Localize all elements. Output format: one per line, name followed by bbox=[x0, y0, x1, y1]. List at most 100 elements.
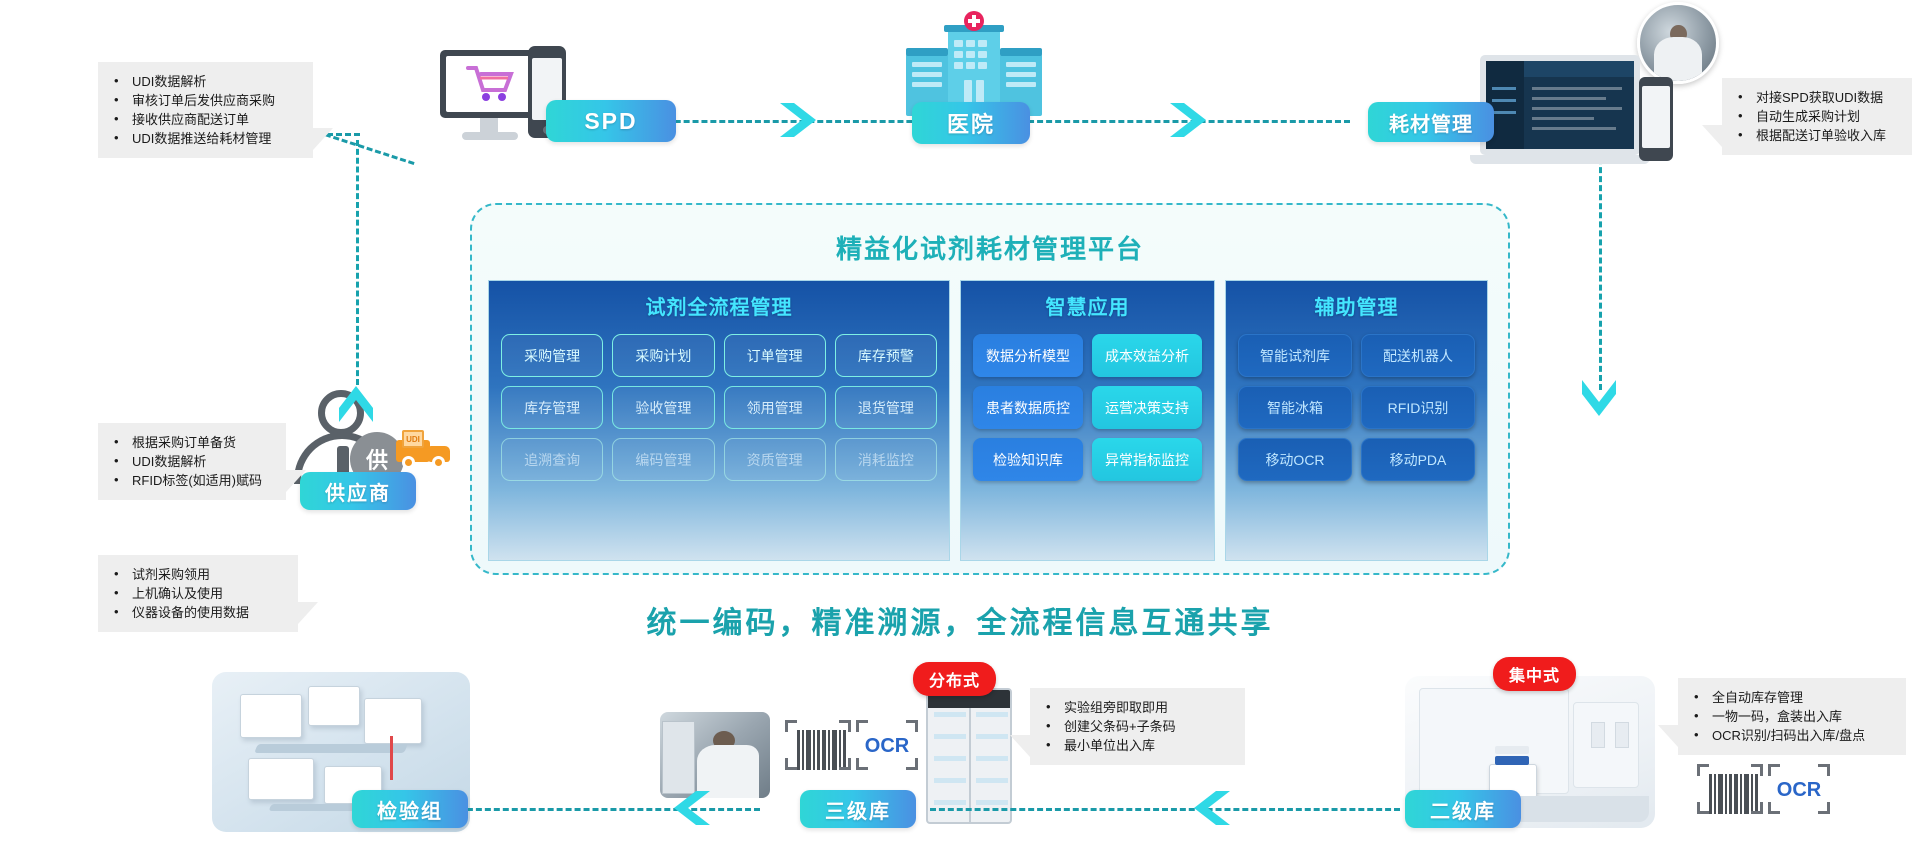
ocr-label: OCR bbox=[1776, 778, 1822, 801]
list-item: OCR识别/扫码出入库/盘点 bbox=[1688, 725, 1892, 745]
tile-rfid-recognition[interactable]: RFID识别 bbox=[1361, 386, 1475, 429]
tile-smart-reagent-library[interactable]: 智能试剂库 bbox=[1238, 334, 1352, 377]
ocr-center: OCR bbox=[856, 718, 918, 774]
list-item: 审核订单后发供应商采购 bbox=[108, 90, 299, 110]
node-consumable-management[interactable]: 耗材管理 bbox=[1368, 102, 1494, 142]
distributed-badge-label: 分布式 bbox=[929, 673, 981, 690]
arrow-secondary-to-tertiary bbox=[1194, 791, 1230, 825]
list-item: 对接SPD获取UDI数据 bbox=[1732, 87, 1898, 107]
list-item: 最小单位出入库 bbox=[1040, 735, 1231, 755]
scan-corner-icon bbox=[785, 758, 797, 770]
scan-corner-icon bbox=[856, 758, 868, 770]
tile-acceptance-management[interactable]: 验收管理 bbox=[612, 386, 715, 429]
supplier-mark-label: 供 bbox=[365, 448, 388, 473]
arrow-spd-to-hospital bbox=[780, 103, 816, 137]
tile-purchase-management[interactable]: 采购管理 bbox=[501, 334, 604, 377]
tile-row: 智能试剂库 配送机器人 bbox=[1238, 334, 1475, 377]
consumable-callout-list: 对接SPD获取UDI数据 自动生成采购计划 根据配送订单验收入库 bbox=[1732, 87, 1898, 145]
tile-return-management[interactable]: 退货管理 bbox=[834, 386, 937, 429]
list-item: 自动生成采购计划 bbox=[1732, 106, 1898, 126]
tertiary-callout-list: 实验组旁即取即用 创建父条码+子条码 最小单位出入库 bbox=[1040, 697, 1231, 755]
tile-coding-management[interactable]: 编码管理 bbox=[612, 438, 715, 481]
node-hospital[interactable]: 医院 bbox=[912, 102, 1030, 144]
platform-title: 精益化试剂耗材管理平台 bbox=[835, 234, 1144, 264]
scan-corner-icon bbox=[856, 720, 868, 732]
spd-callout: UDI数据解析 审核订单后发供应商采购 接收供应商配送订单 UDI数据推送给耗材… bbox=[98, 62, 333, 158]
scan-corner-icon bbox=[1818, 764, 1830, 776]
list-item: 根据配送订单验收入库 bbox=[1732, 125, 1898, 145]
tile-cost-benefit-analysis[interactable]: 成本效益分析 bbox=[1092, 334, 1202, 377]
tile-row: 库存管理 验收管理 领用管理 退货管理 bbox=[501, 386, 937, 429]
list-item: 创建父条码+子条码 bbox=[1040, 716, 1231, 736]
arrow-hospital-to-consumable bbox=[1170, 103, 1206, 137]
tile-row: 追溯查询 编码管理 资质管理 消耗监控 bbox=[501, 438, 937, 481]
tile-mobile-ocr[interactable]: 移动OCR bbox=[1238, 438, 1352, 481]
distributed-badge: 分布式 bbox=[913, 662, 997, 696]
list-item: 接收供应商配送订单 bbox=[108, 109, 299, 129]
node-spd[interactable]: SPD bbox=[546, 100, 676, 142]
tile-smart-fridge[interactable]: 智能冰箱 bbox=[1238, 386, 1352, 429]
tile-traceability-query[interactable]: 追溯查询 bbox=[501, 438, 604, 481]
tile-row: 检验知识库 异常指标监控 bbox=[973, 438, 1202, 481]
column-title: 试剂全流程管理 bbox=[645, 297, 793, 319]
tile-inventory-management[interactable]: 库存管理 bbox=[501, 386, 604, 429]
tile-inspection-knowledge-base[interactable]: 检验知识库 bbox=[973, 438, 1083, 481]
node-tertiary-warehouse-label: 三级库 bbox=[825, 800, 891, 823]
barcode-right bbox=[1697, 762, 1763, 818]
tile-abnormal-index-monitoring[interactable]: 异常指标监控 bbox=[1092, 438, 1202, 481]
tile-operation-decision-support[interactable]: 运营决策支持 bbox=[1092, 386, 1202, 429]
list-item: 全自动库存管理 bbox=[1688, 687, 1892, 707]
tile-mobile-pda[interactable]: 移动PDA bbox=[1361, 438, 1475, 481]
tertiary-scientist-photo bbox=[660, 712, 770, 798]
tile-row: 移动OCR 移动PDA bbox=[1238, 438, 1475, 481]
secondary-callout: 全自动库存管理 一物一码，盒装出入库 OCR识别/扫码出入库/盘点 bbox=[1658, 678, 1906, 755]
list-item: UDI数据解析 bbox=[108, 71, 299, 91]
tile-row: 患者数据质控 运营决策支持 bbox=[973, 386, 1202, 429]
node-secondary-warehouse[interactable]: 二级库 bbox=[1405, 790, 1521, 828]
callout-tail bbox=[313, 128, 333, 150]
tile-purchase-plan[interactable]: 采购计划 bbox=[612, 334, 715, 377]
list-item: 一物一码，盒装出入库 bbox=[1688, 706, 1892, 726]
scan-corner-icon bbox=[1697, 764, 1709, 776]
scan-corner-icon bbox=[839, 720, 851, 732]
tile-row: 智能冰箱 RFID识别 bbox=[1238, 386, 1475, 429]
tile-consumption-monitoring[interactable]: 消耗监控 bbox=[834, 438, 937, 481]
barcode-center bbox=[785, 718, 851, 774]
tile-qualification-management[interactable]: 资质管理 bbox=[723, 438, 826, 481]
tile-stock-alert[interactable]: 库存预警 bbox=[834, 334, 937, 377]
platform-columns: 试剂全流程管理 采购管理 采购计划 订单管理 库存预警 库存管理 验收管理 领用… bbox=[472, 266, 1508, 561]
tile-requisition-management[interactable]: 领用管理 bbox=[723, 386, 826, 429]
node-supplier-label: 供应商 bbox=[325, 482, 391, 505]
smart-fridge-illustration bbox=[926, 688, 1012, 824]
node-supplier[interactable]: 供应商 bbox=[300, 472, 416, 510]
tile-delivery-robot[interactable]: 配送机器人 bbox=[1361, 334, 1475, 377]
ocr-right: OCR bbox=[1768, 762, 1830, 818]
tile-patient-data-quality[interactable]: 患者数据质控 bbox=[973, 386, 1083, 429]
node-tertiary-warehouse[interactable]: 三级库 bbox=[800, 790, 916, 828]
connector-hospital-to-consumable bbox=[1010, 120, 1350, 123]
connector-tertiary-to-inspection bbox=[440, 808, 760, 811]
technician-photo bbox=[1637, 2, 1719, 84]
column-title: 智慧应用 bbox=[1045, 297, 1130, 319]
node-secondary-warehouse-label: 二级库 bbox=[1430, 800, 1496, 823]
column-title: 辅助管理 bbox=[1314, 297, 1399, 319]
tile-order-management[interactable]: 订单管理 bbox=[723, 334, 826, 377]
platform-panel: 精益化试剂耗材管理平台 试剂全流程管理 采购管理 采购计划 订单管理 库存预警 … bbox=[470, 203, 1510, 575]
node-spd-label: SPD bbox=[584, 107, 638, 134]
scan-corner-icon bbox=[1818, 802, 1830, 814]
lab-callout: 试剂采购领用 上机确认及使用 仪器设备的使用数据 bbox=[98, 555, 318, 632]
scan-corner-icon bbox=[906, 720, 918, 732]
arrow-up-to-spd bbox=[339, 386, 373, 422]
callout-tail bbox=[1702, 125, 1722, 147]
node-inspection-group[interactable]: 检验组 bbox=[352, 790, 468, 828]
consumable-callout: 对接SPD获取UDI数据 自动生成采购计划 根据配送订单验收入库 bbox=[1702, 78, 1912, 155]
arrow-tertiary-to-inspection bbox=[674, 791, 710, 825]
connector-secondary-to-tertiary bbox=[930, 808, 1400, 811]
tile-data-analysis-model[interactable]: 数据分析模型 bbox=[973, 334, 1083, 377]
tile-row: 数据分析模型 成本效益分析 bbox=[973, 334, 1202, 377]
list-item: UDI数据推送给耗材管理 bbox=[108, 128, 299, 148]
node-consumable-label: 耗材管理 bbox=[1389, 113, 1473, 136]
scan-corner-icon bbox=[1751, 802, 1763, 814]
callout-tail bbox=[298, 602, 318, 624]
